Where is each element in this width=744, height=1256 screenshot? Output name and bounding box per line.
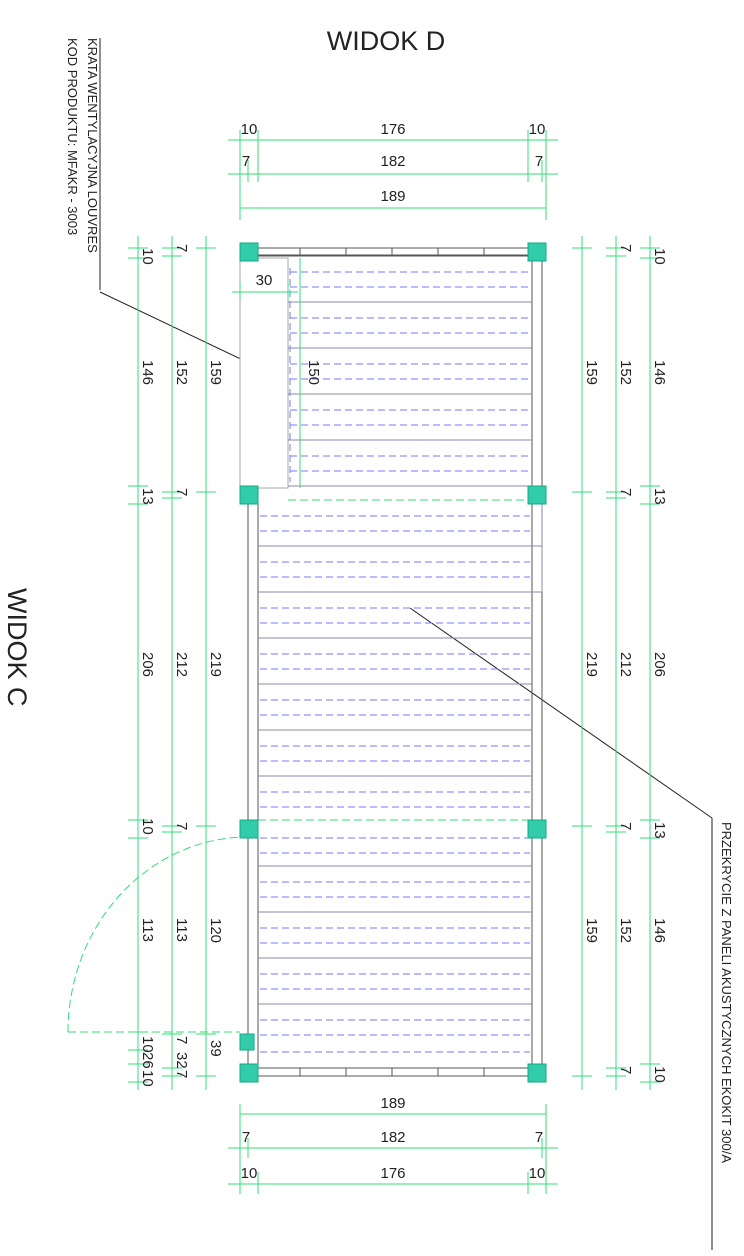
dim-left: 10 xyxy=(139,1070,156,1087)
dim-right: 219 xyxy=(583,652,600,677)
grate-dimension-lines xyxy=(232,258,301,488)
corner-post xyxy=(239,1063,259,1083)
dim-right: 152 xyxy=(617,360,634,385)
corner-post xyxy=(527,1063,547,1083)
dim-bottom2-mid: 182 xyxy=(380,1129,405,1146)
dim-top-left: 10 xyxy=(241,121,258,138)
dim-right: 159 xyxy=(583,918,600,943)
door-swing-arc xyxy=(67,836,249,1033)
dim-left: 10 xyxy=(139,818,156,835)
corner-post xyxy=(527,485,547,505)
ceiling-note: PRZEKRYCIE Z PANELI AKUSTYCZNYCH EKOKIT … xyxy=(719,822,734,1163)
dim-right: 7 xyxy=(617,1066,634,1074)
dim-left: 212 xyxy=(173,652,190,677)
dim-right: 13 xyxy=(651,822,668,839)
dim-left: 152 xyxy=(173,360,190,385)
dim-grate-height: 150 xyxy=(305,360,322,385)
dim-top-mid: 176 xyxy=(380,121,405,138)
dim-left: 10 xyxy=(139,1036,156,1053)
dim-left: 32 xyxy=(173,1052,190,1069)
dim-left: 113 xyxy=(173,918,190,942)
view-title-side: WIDOK C xyxy=(2,588,32,707)
left-dimension-lines xyxy=(128,236,216,1090)
dim-bottom1-mid: 189 xyxy=(380,1095,405,1112)
dim-right: 212 xyxy=(617,652,634,677)
dim-right: 7 xyxy=(617,488,634,496)
dim-bottom3-mid: 176 xyxy=(380,1165,405,1182)
corner-post xyxy=(239,1033,255,1051)
dim-bottom2-right: 7 xyxy=(535,1129,543,1146)
corner-posts xyxy=(239,242,547,1083)
view-title-top: WIDOK D xyxy=(327,26,446,56)
dim-left: 7 xyxy=(173,822,190,830)
dim-left: 159 xyxy=(207,360,224,385)
dim-top3-mid: 189 xyxy=(380,188,405,205)
top-dimension-lines xyxy=(228,130,558,220)
dim-left: 7 xyxy=(173,488,190,496)
dim-right: 10 xyxy=(651,248,668,265)
dim-top2-right: 7 xyxy=(535,153,543,170)
dim-left: 146 xyxy=(139,360,156,385)
bottom-dimension-lines xyxy=(228,1104,558,1194)
dim-right: 10 xyxy=(651,1066,668,1083)
dim-left: 206 xyxy=(139,652,156,677)
dim-left: 7 xyxy=(173,1070,190,1078)
dim-top-right: 10 xyxy=(529,121,546,138)
ventilation-grate xyxy=(239,257,289,489)
grate-note-line1: KRATA WENTYLACYJNA LOUVRES xyxy=(85,38,100,253)
left-dimension-labels: 10 146 13 206 10 113 10 26 10 7 152 7 21… xyxy=(139,244,224,1087)
ceiling-leader-line xyxy=(409,607,713,819)
corner-post xyxy=(239,242,259,262)
corner-post xyxy=(239,485,259,505)
right-dimension-labels: 159 219 159 7 152 7 212 7 152 7 10 146 1… xyxy=(583,244,668,1083)
dim-top2-left: 7 xyxy=(242,153,250,170)
dim-left: 7 xyxy=(173,244,190,252)
dim-left: 13 xyxy=(139,488,156,505)
corner-post xyxy=(527,242,547,262)
dim-bottom3-left: 10 xyxy=(241,1165,258,1182)
plan-outline xyxy=(247,247,543,1077)
corner-post xyxy=(239,819,259,839)
dim-bottom2-left: 7 xyxy=(242,1129,250,1146)
dim-left: 10 xyxy=(139,248,156,265)
dim-right: 146 xyxy=(651,360,668,385)
panel-dashed-lines xyxy=(260,268,530,1053)
dim-bottom3-right: 10 xyxy=(529,1165,546,1182)
corner-post xyxy=(527,819,547,839)
dim-right: 152 xyxy=(617,918,634,943)
dim-right: 7 xyxy=(617,244,634,252)
dim-left: 120 xyxy=(207,918,224,943)
grate-note-line2: KOD PRODUKTU: MFAKR - 3003 xyxy=(65,38,80,235)
dim-left: 113 xyxy=(139,918,156,942)
dim-right: 159 xyxy=(583,360,600,385)
right-dimension-lines xyxy=(572,236,660,1090)
dim-right: 7 xyxy=(617,822,634,830)
dim-right: 146 xyxy=(651,918,668,943)
dim-grate-width: 30 xyxy=(256,272,273,289)
dim-left: 219 xyxy=(207,652,224,677)
dim-left: 39 xyxy=(207,1040,224,1057)
dim-left: 26 xyxy=(139,1052,156,1069)
dim-left: 7 xyxy=(173,1036,190,1044)
dim-right: 13 xyxy=(651,488,668,505)
dim-top2-mid: 182 xyxy=(380,153,405,170)
acoustic-panel-rows xyxy=(258,301,543,1005)
dim-right: 206 xyxy=(651,652,668,677)
